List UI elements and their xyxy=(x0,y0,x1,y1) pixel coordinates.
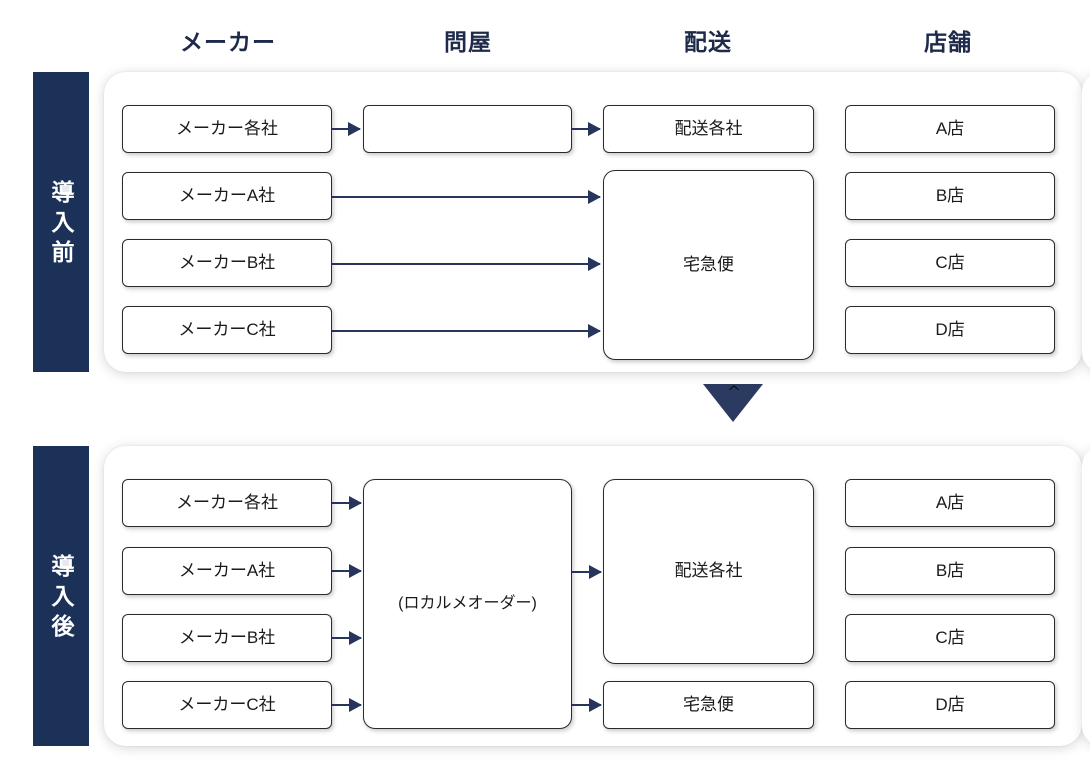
column-header-row: メーカー 問屋 配送 店舗 xyxy=(0,24,1090,60)
column-header-delivery: 配送 xyxy=(684,29,732,55)
edge-card-before xyxy=(1082,72,1090,372)
before-arrow-maker0-to-wholesaler xyxy=(332,122,361,136)
after-arrow-maker3-to-wholesaler xyxy=(332,698,362,712)
after-arrow-maker2-to-wholesaler xyxy=(332,631,362,645)
after-maker-box-3[interactable]: メーカーC社 xyxy=(122,681,332,729)
before-arrow-maker1-to-delivery1 xyxy=(332,190,601,204)
after-arrow-maker0-to-wholesaler xyxy=(332,496,362,510)
after-delivery-box-1[interactable]: 宅急便 xyxy=(603,681,814,729)
down-triangle-icon xyxy=(703,384,763,422)
before-delivery-box-1[interactable]: 宅急便 xyxy=(603,170,814,360)
before-delivery-box-0[interactable]: 配送各社 xyxy=(603,105,814,153)
before-store-box-2[interactable]: C店 xyxy=(845,239,1055,287)
after-arrow-wholesaler-to-delivery1 xyxy=(572,698,602,712)
section-after: 導入後 メーカー各社 メーカーA社 メーカーB社 メーカーC社 (ロカルメオーダ… xyxy=(0,446,1090,746)
before-maker-box-2[interactable]: メーカーB社 xyxy=(122,239,332,287)
after-store-box-0[interactable]: A店 xyxy=(845,479,1055,527)
before-wholesaler-box[interactable] xyxy=(363,105,572,153)
before-store-box-1[interactable]: B店 xyxy=(845,172,1055,220)
after-delivery-box-0[interactable]: 配送各社 xyxy=(603,479,814,664)
section-after-label: 導入後 xyxy=(33,446,89,746)
edge-card-after xyxy=(1082,446,1090,746)
column-header-maker: メーカー xyxy=(180,29,276,55)
before-arrow-maker2-to-delivery1 xyxy=(332,257,601,271)
before-maker-box-0[interactable]: メーカー各社 xyxy=(122,105,332,153)
section-before-label: 導入前 xyxy=(33,72,89,372)
before-arrow-wholesaler-to-delivery0 xyxy=(572,122,601,136)
after-store-box-2[interactable]: C店 xyxy=(845,614,1055,662)
after-maker-box-2[interactable]: メーカーB社 xyxy=(122,614,332,662)
after-arrow-maker1-to-wholesaler xyxy=(332,564,362,578)
transition-notch-icon: ^ xyxy=(726,383,742,403)
column-header-store: 店舗 xyxy=(924,29,972,55)
after-store-box-1[interactable]: B店 xyxy=(845,547,1055,595)
after-store-box-3[interactable]: D店 xyxy=(845,681,1055,729)
before-maker-box-1[interactable]: メーカーA社 xyxy=(122,172,332,220)
before-store-box-3[interactable]: D店 xyxy=(845,306,1055,354)
after-maker-box-1[interactable]: メーカーA社 xyxy=(122,547,332,595)
before-maker-box-3[interactable]: メーカーC社 xyxy=(122,306,332,354)
before-arrow-maker3-to-delivery1 xyxy=(332,324,601,338)
after-maker-box-0[interactable]: メーカー各社 xyxy=(122,479,332,527)
section-before: 導入前 メーカー各社 メーカーA社 メーカーB社 メーカーC社 配送各社 宅急便… xyxy=(0,72,1090,372)
before-store-box-0[interactable]: A店 xyxy=(845,105,1055,153)
column-header-wholesaler: 問屋 xyxy=(444,29,492,55)
after-arrow-wholesaler-to-delivery0 xyxy=(572,565,602,579)
after-wholesaler-box[interactable]: (ロカルメオーダー) xyxy=(363,479,572,729)
